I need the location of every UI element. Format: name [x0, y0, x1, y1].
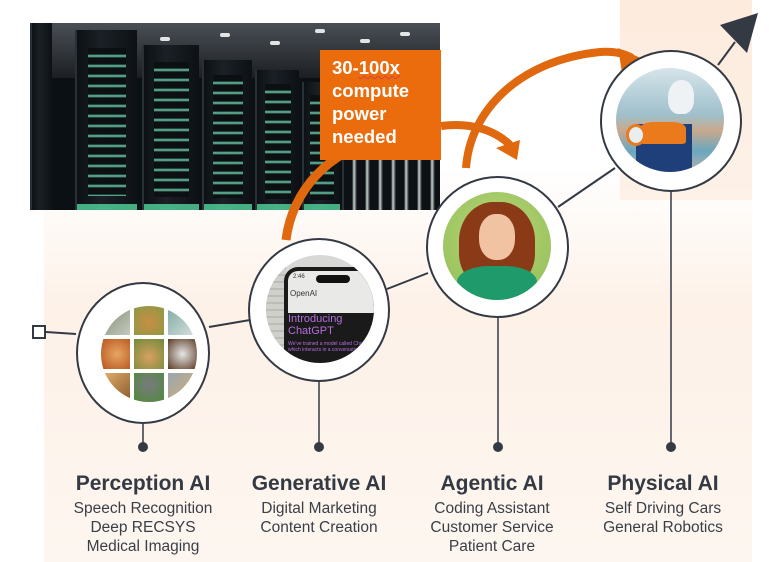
trend-line-segment	[557, 167, 616, 208]
pets-image-grid	[101, 306, 197, 402]
dot-perception	[138, 442, 148, 452]
stage-title-generative: Generative AI	[251, 472, 387, 495]
trend-line-segment	[386, 272, 429, 290]
stage-title-agentic: Agentic AI	[440, 472, 544, 495]
stage-example: Deep RECSYS	[90, 519, 196, 536]
trend-line-segment	[208, 319, 251, 328]
chatgpt-body: We've trained a model called ChatGPT whi…	[288, 341, 374, 353]
robot-vest	[640, 122, 686, 144]
avatar-shirt	[457, 266, 537, 300]
ceiling-light	[400, 32, 410, 36]
trend-line-start	[45, 331, 77, 335]
server-rack	[30, 23, 52, 210]
dot-generative	[314, 442, 324, 452]
ceiling-light	[360, 39, 370, 43]
callout-line-4: needed	[332, 126, 397, 147]
dot-physical	[666, 442, 676, 452]
chatgpt-headline: Introducing ChatGPT	[288, 313, 343, 337]
server-rack	[75, 30, 137, 210]
stage-example: Content Creation	[260, 519, 378, 536]
server-rack	[255, 70, 299, 210]
woman-avatar-image	[443, 192, 551, 300]
server-rack	[202, 60, 252, 210]
robot-shoulder	[626, 124, 646, 146]
orange-arrowhead-agentic-icon	[496, 140, 520, 160]
stage-title-perception: Perception AI	[75, 472, 211, 495]
stage-example: Self Driving Cars	[604, 500, 722, 517]
compute-callout: 30-100x compute power needed	[320, 50, 441, 160]
ceiling-light	[220, 33, 230, 37]
stage-example: Medical Imaging	[86, 538, 200, 555]
start-marker	[32, 325, 46, 339]
avatar-face	[479, 214, 515, 260]
chatgpt-phone-image: 2:46 OpenAI Introducing ChatGPT We've tr…	[266, 255, 374, 363]
ceiling-light	[315, 29, 325, 33]
phone-notch	[316, 275, 350, 283]
stage-title-physical: Physical AI	[607, 472, 719, 495]
callout-line-2: compute	[332, 80, 410, 101]
ceiling-light	[160, 37, 170, 41]
stage-example: Patient Care	[448, 538, 536, 555]
pet-photo-cat	[101, 339, 131, 369]
stage-example: Digital Marketing	[261, 500, 377, 517]
spellcheck-underline: 100x	[358, 57, 400, 78]
pet-photo-dog	[134, 372, 164, 402]
phone-time: 2:46	[293, 274, 305, 280]
orange-arrow-to-agentic	[440, 121, 513, 148]
callout-line-3: power	[332, 103, 387, 124]
callout-line-1: 30-100x	[332, 57, 400, 78]
paper-background	[266, 255, 286, 363]
dot-agentic	[493, 442, 503, 452]
openai-logo-text: OpenAI	[290, 289, 318, 298]
trend-line-end	[717, 41, 736, 66]
stage-example: General Robotics	[603, 519, 723, 536]
pet-photo-dog	[134, 306, 164, 336]
server-rack	[142, 45, 199, 210]
stage-example: Speech Recognition	[73, 500, 213, 517]
robot-head	[668, 80, 694, 114]
stage-example: Customer Service	[430, 519, 554, 536]
trend-arrowhead-icon	[720, 13, 758, 53]
pet-photo-puppy	[134, 339, 164, 369]
ceiling-light	[270, 41, 280, 45]
stage-example: Coding Assistant	[434, 500, 550, 517]
humanoid-robot-image	[616, 68, 724, 172]
pet-photo-cat	[167, 339, 197, 369]
